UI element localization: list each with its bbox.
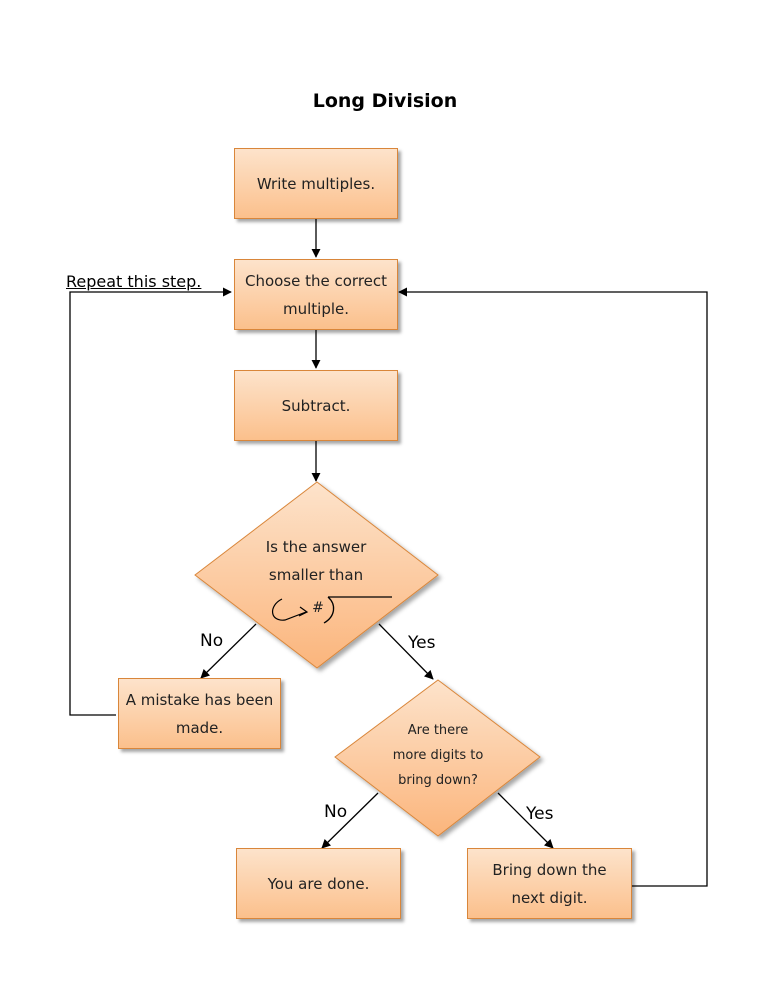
arrow-yes-to-bring-down (497, 792, 554, 849)
arrow-no-to-done (321, 792, 379, 849)
edge-label-no-2: No (324, 802, 348, 822)
decision-smaller-line2: smaller than (268, 566, 364, 584)
box-done-label: You are done. (267, 874, 370, 893)
decision-smaller-text: Is the answer smaller than (236, 533, 396, 589)
decision-diamond-smaller (194, 481, 439, 669)
decision-more-digits-line3: bring down? (398, 773, 478, 788)
repeat-step-note: Repeat this step. (66, 272, 202, 291)
box-subtract-label: Subtract. (281, 396, 351, 415)
decision-smaller-symbol: # (312, 600, 324, 616)
edge-label-no-1: No (200, 631, 224, 651)
edge-label-yes-1: Yes (408, 633, 436, 653)
box-mistake-label: A mistake has been made. (125, 690, 274, 737)
diagram-title: Long Division (312, 90, 458, 112)
box-write-multiples-label: Write multiples. (256, 174, 376, 193)
arrow-yes-to-decision2 (378, 623, 434, 680)
box-subtract: Subtract. (234, 370, 398, 441)
decision-more-digits-line1: Are there (407, 723, 469, 738)
box-write-multiples: Write multiples. (234, 148, 398, 219)
edge-label-yes-2: Yes (526, 804, 554, 824)
box-bring-down: Bring down the next digit. (467, 848, 632, 919)
decision-smaller-line1: Is the answer (265, 538, 367, 556)
loop-mistake-to-choose (69, 287, 232, 716)
division-bracket-icon (272, 596, 392, 624)
box-done: You are done. (236, 848, 401, 919)
decision-more-digits-text: Are there more digits to bring down? (370, 718, 506, 793)
box-choose-multiple: Choose the correct multiple. (234, 259, 398, 330)
box-choose-multiple-label: Choose the correct multiple. (244, 271, 388, 318)
decision-more-digits-line2: more digits to (392, 748, 484, 763)
arrow-no-to-mistake (200, 623, 257, 679)
box-bring-down-label: Bring down the next digit. (492, 860, 607, 907)
box-mistake: A mistake has been made. (118, 678, 281, 749)
decision-diamond-more-digits (334, 679, 541, 837)
loop-bring-down-to-choose (398, 287, 708, 887)
